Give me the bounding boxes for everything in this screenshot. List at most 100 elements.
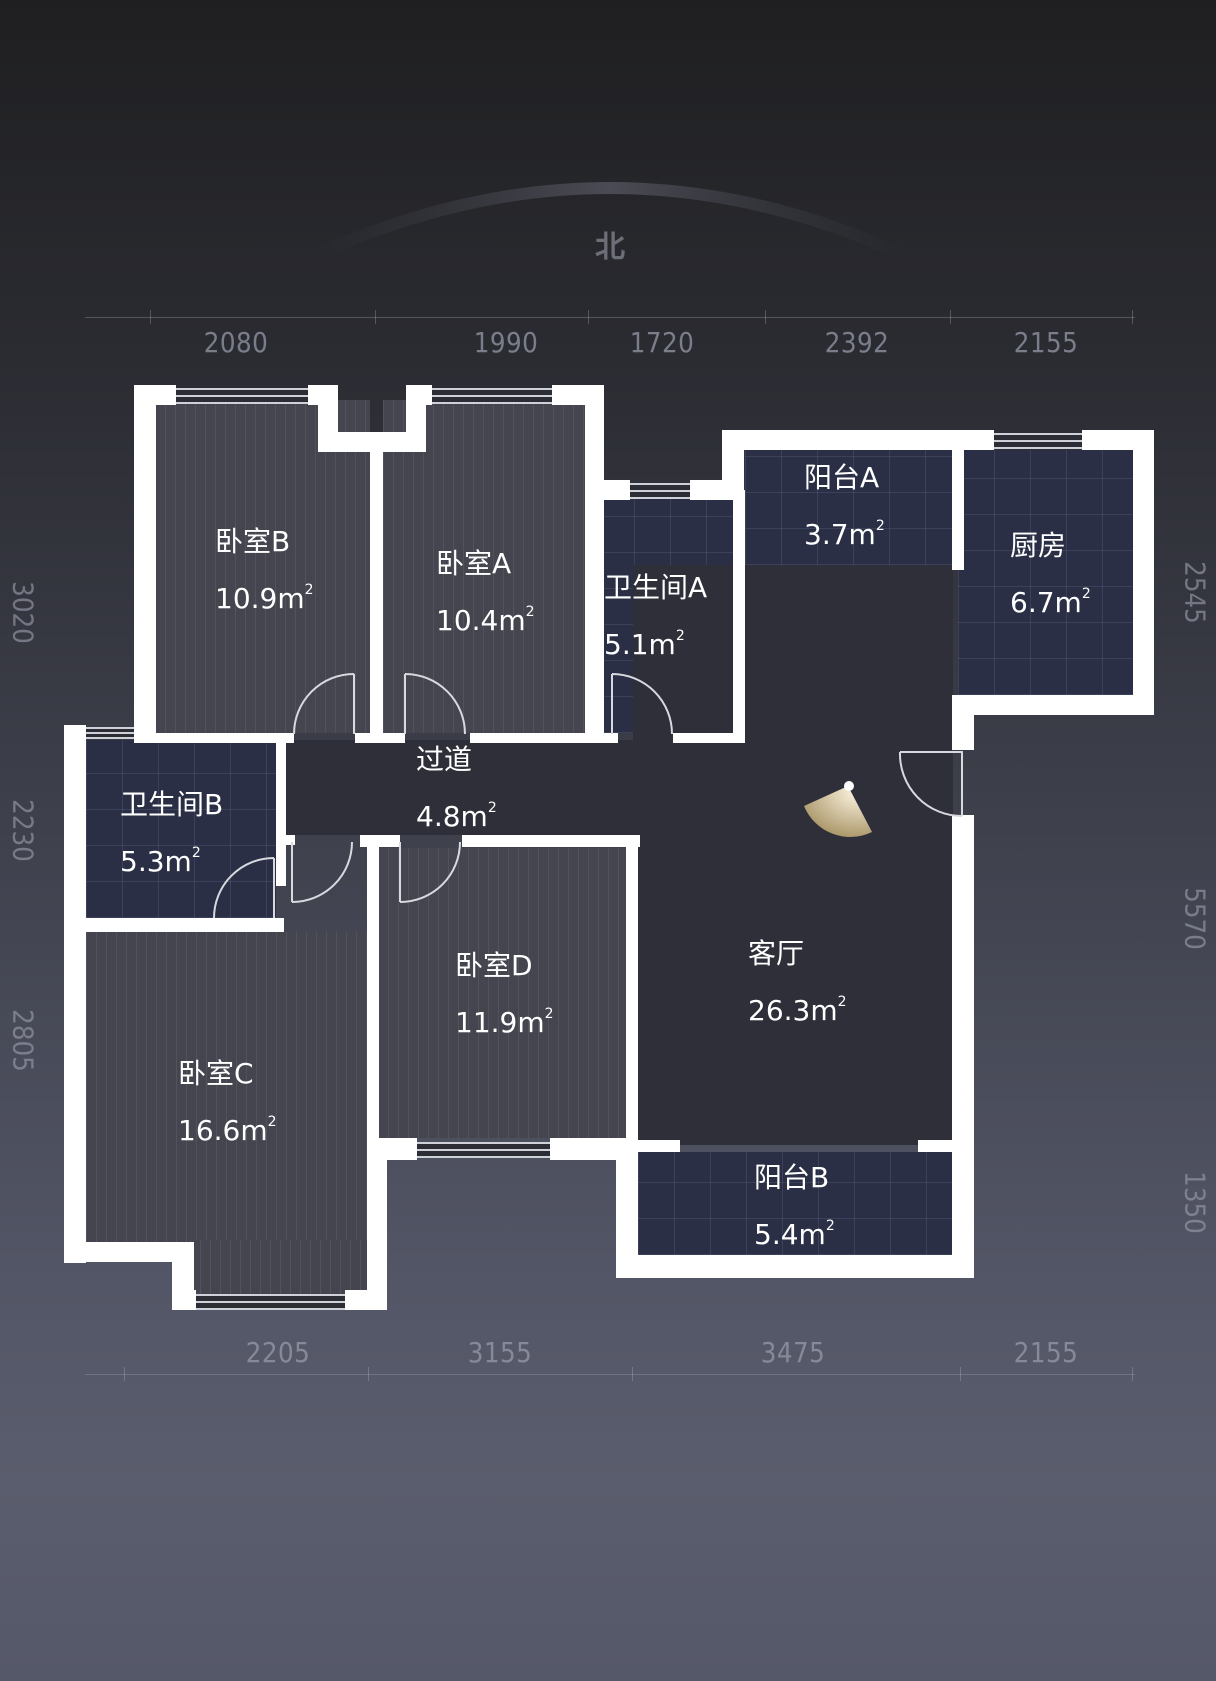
dim-tick: [150, 310, 151, 324]
wall: [64, 1242, 194, 1262]
room-name: 阳台B: [754, 1161, 830, 1194]
room-area: 4.8m2: [416, 800, 497, 833]
room-label-bedroom-b: 卧室B 10.9m2: [215, 518, 314, 623]
room-floor-bedroom-b: [155, 400, 370, 733]
wall: [64, 918, 284, 932]
top-dimension-1: 2080: [203, 326, 269, 359]
wall: [134, 733, 294, 743]
wall: [172, 1290, 196, 1310]
window: [432, 388, 552, 404]
room-area: 10.9m2: [215, 582, 314, 615]
bottom-dimension-line: [85, 1374, 1135, 1375]
wall: [355, 733, 405, 743]
left-dimension-2: 2230: [6, 799, 40, 862]
door-bathroom-a-icon[interactable]: [610, 672, 678, 736]
room-floor-bedroom-c: [86, 932, 367, 1242]
room-label-hallway: 过道 4.8m2: [416, 736, 497, 841]
room-name: 卧室B: [215, 525, 291, 558]
room-area: 5.4m2: [754, 1218, 835, 1251]
room-label-bedroom-a: 卧室A 10.4m2: [436, 540, 535, 645]
room-name: 阳台A: [804, 461, 880, 494]
left-dimension-3: 2805: [6, 1009, 40, 1072]
room-name: 卫生间A: [604, 571, 708, 604]
wall: [276, 735, 286, 833]
camera-viewpoint-icon[interactable]: [800, 780, 880, 840]
right-dimension-2: 5570: [1178, 887, 1212, 950]
room-name: 卫生间B: [120, 788, 224, 821]
wall: [626, 835, 638, 1155]
wall: [616, 1145, 638, 1278]
bottom-dimension-3: 3475: [760, 1336, 826, 1369]
dim-tick: [632, 1367, 633, 1381]
room-label-living-room: 客厅 26.3m2: [748, 930, 847, 1035]
window: [994, 433, 1082, 449]
top-dimension-5: 2155: [1013, 326, 1079, 359]
wall: [134, 385, 156, 743]
compass-arc-icon: [310, 182, 910, 264]
room-name: 卧室D: [455, 949, 533, 982]
wall: [406, 385, 432, 405]
room-floor-bedroom-d: [378, 848, 626, 1138]
room-label-balcony-a: 阳台A 3.7m2: [804, 454, 885, 559]
room-area: 6.7m2: [1010, 586, 1091, 619]
wall: [360, 835, 400, 847]
room-area: 3.7m2: [804, 518, 885, 551]
wall: [918, 1140, 960, 1152]
room-label-bathroom-a: 卫生间A 5.1m2: [604, 564, 707, 669]
right-dimension-1: 2545: [1178, 561, 1212, 624]
wall: [673, 733, 745, 743]
bottom-dimension-2: 3155: [467, 1336, 533, 1369]
wall: [283, 835, 295, 845]
top-dimension-4: 2392: [824, 326, 890, 359]
room-floor-living-room: [633, 565, 953, 1145]
room-label-bathroom-b: 卫生间B 5.3m2: [120, 781, 223, 886]
room-floor-bedroom-a: [383, 400, 585, 733]
dim-tick: [765, 310, 766, 324]
room-area: 10.4m2: [436, 604, 535, 637]
wall: [370, 450, 383, 740]
room-name: 卧室A: [436, 547, 512, 580]
room-floor-bathroom-b: [86, 740, 276, 918]
wall: [1133, 430, 1154, 715]
wall: [585, 385, 604, 740]
room-floor-hallway: [283, 740, 633, 835]
dim-tick: [368, 1367, 369, 1381]
room-label-balcony-b: 阳台B 5.4m2: [754, 1154, 835, 1259]
room-area: 11.9m2: [455, 1006, 554, 1039]
wall: [367, 1138, 387, 1310]
bottom-dimension-4: 2155: [1013, 1336, 1079, 1369]
top-dimension-line: [85, 317, 1135, 318]
room-area: 5.3m2: [120, 845, 201, 878]
north-label: 北: [595, 231, 625, 264]
wall: [690, 480, 730, 500]
room-name: 客厅: [748, 937, 805, 970]
window: [176, 388, 308, 404]
wall: [952, 695, 974, 750]
window: [86, 727, 134, 739]
top-dimension-3: 1720: [629, 326, 695, 359]
door-bedroom-b-icon[interactable]: [292, 672, 360, 736]
door-bedroom-c-icon[interactable]: [290, 840, 358, 904]
wall: [616, 1255, 974, 1278]
window: [417, 1142, 550, 1158]
door-entrance-icon[interactable]: [898, 748, 968, 818]
dim-tick: [588, 310, 589, 324]
room-label-bedroom-d: 卧室D 11.9m2: [455, 942, 554, 1047]
room-name: 卧室C: [178, 1057, 254, 1090]
dim-tick: [375, 310, 376, 324]
wall: [588, 733, 618, 743]
room-floor-bedroom-c-bay: [190, 1240, 367, 1302]
door-bedroom-d-icon[interactable]: [398, 840, 466, 904]
wall: [638, 1140, 680, 1152]
window: [196, 1294, 345, 1310]
door-bathroom-b-icon[interactable]: [212, 856, 280, 920]
room-floor-kitchen: [958, 450, 1133, 695]
room-floor-balcony-b: [638, 1152, 953, 1255]
room-area: 5.1m2: [604, 628, 685, 661]
bottom-dimension-1: 2205: [245, 1336, 311, 1369]
room-name: 厨房: [1010, 529, 1067, 562]
room-label-bedroom-c: 卧室C 16.6m2: [178, 1050, 277, 1155]
wall: [470, 733, 600, 743]
dim-tick: [950, 310, 951, 324]
door-bedroom-a-icon[interactable]: [403, 672, 471, 736]
